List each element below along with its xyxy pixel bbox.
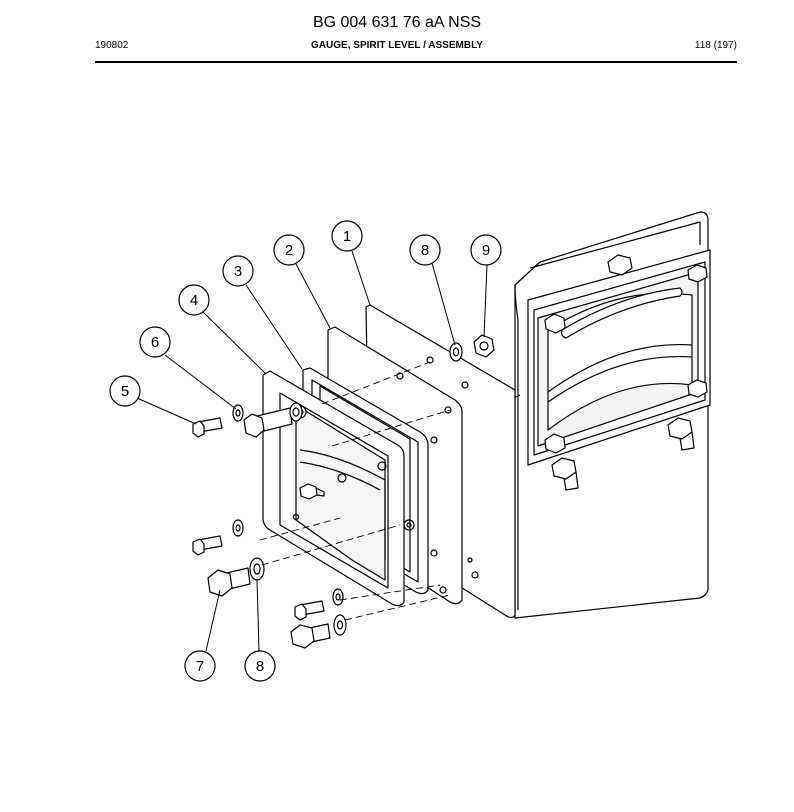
callout-1: 1	[331, 220, 363, 252]
svg-text:8: 8	[421, 242, 429, 259]
svg-text:8: 8	[256, 658, 264, 675]
page-number: 118 (197)	[694, 40, 737, 51]
svg-text:3: 3	[234, 263, 242, 280]
document-number: BG 004 631 76 aA NSS	[312, 14, 482, 31]
svg-text:9: 9	[482, 242, 490, 259]
callout-9: 9	[470, 234, 502, 266]
svg-text:6: 6	[151, 334, 159, 351]
callout-2: 2	[273, 234, 305, 266]
svg-text:2: 2	[285, 242, 293, 259]
callout-8-lower: 8	[244, 650, 276, 682]
svg-text:5: 5	[121, 383, 129, 400]
header-rule	[95, 61, 737, 63]
callout-7: 7	[184, 650, 216, 682]
callout-6: 6	[139, 326, 171, 358]
svg-text:7: 7	[196, 658, 204, 675]
callout-balloons: 1 2 3 4 6 5 7 8 8 9	[109, 220, 502, 682]
callout-4: 4	[178, 284, 210, 316]
fasteners-small	[192, 402, 344, 621]
gauge-housing	[509, 211, 711, 619]
callout-5: 5	[109, 375, 141, 407]
fasteners-large	[207, 334, 495, 649]
callout-3: 3	[222, 255, 254, 287]
callout-8-upper: 8	[409, 234, 441, 266]
svg-text:1: 1	[343, 228, 351, 245]
date-code: 190802	[95, 40, 129, 51]
assembly-center-lines	[259, 361, 451, 621]
leader-lines	[136, 250, 488, 652]
svg-text:4: 4	[190, 292, 198, 309]
page-title: GAUGE, SPIRIT LEVEL / ASSEMBLY	[311, 40, 483, 51]
